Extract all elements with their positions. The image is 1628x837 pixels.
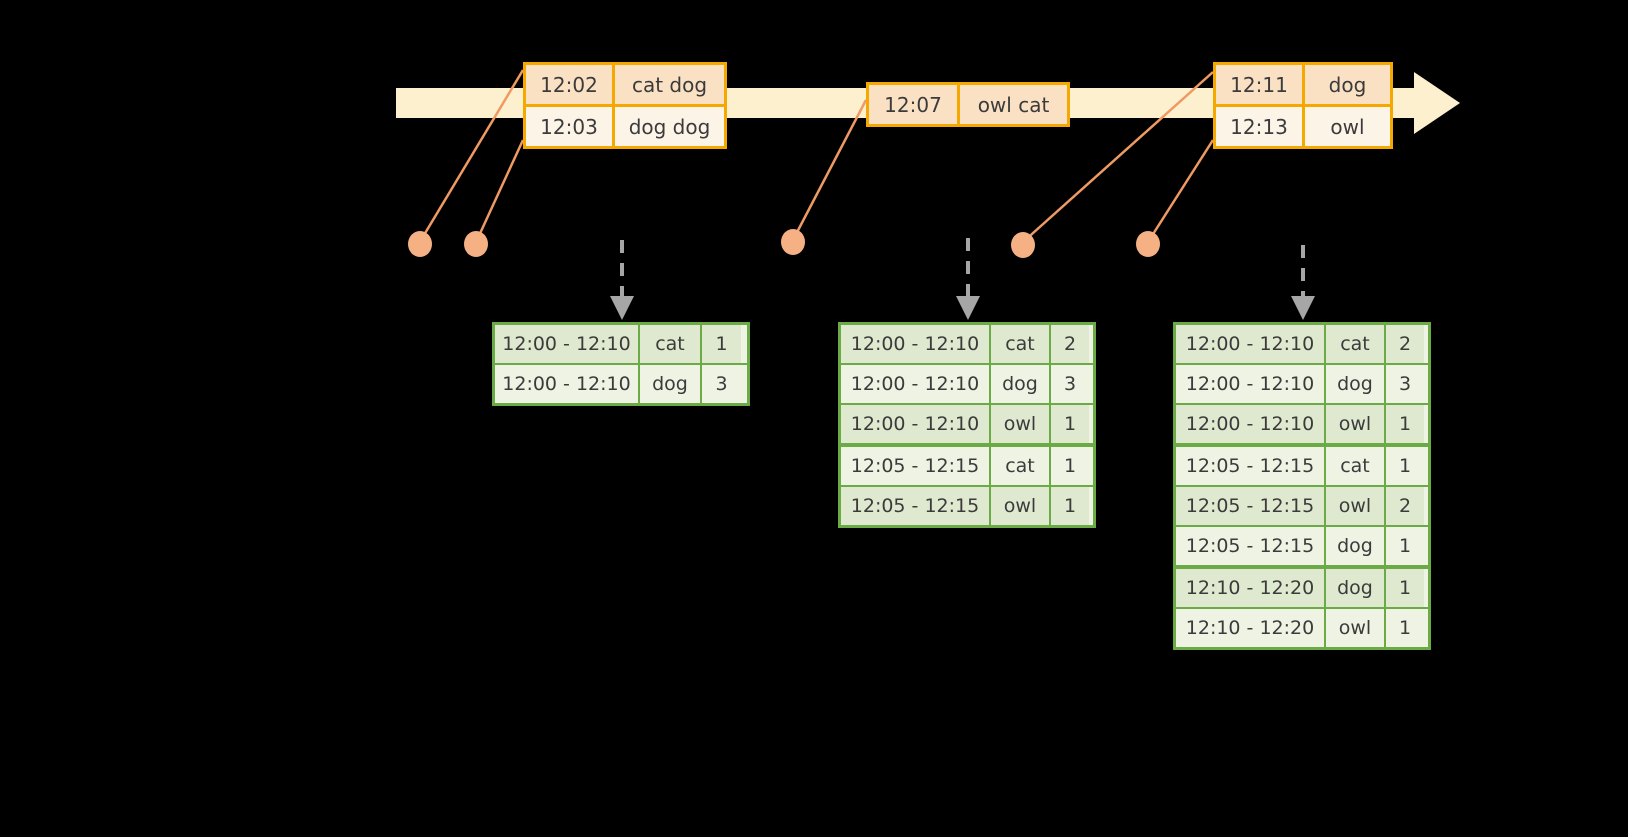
key-cell: owl (989, 487, 1049, 525)
window-cell: 12:05 - 12:15 (841, 447, 989, 485)
count-cell: 3 (1384, 365, 1424, 403)
event-dots (408, 229, 1160, 258)
key-cell: cat (989, 325, 1049, 363)
result-table-1[interactable]: 12:00 - 12:10 cat 1 12:00 - 12:10 dog 3 (492, 322, 750, 406)
event-words: dog (1302, 65, 1390, 104)
key-cell: dog (989, 365, 1049, 403)
emit-arrowheads (610, 296, 1315, 320)
event-dot-1 (408, 231, 432, 257)
table-row[interactable]: 12:05 - 12:15 dog 1 (1176, 527, 1428, 569)
table-row[interactable]: 12:00 - 12:10 owl 1 (1176, 405, 1428, 447)
table-row[interactable]: 12:00 - 12:10 dog 3 (1176, 365, 1428, 405)
count-cell: 1 (1049, 447, 1089, 485)
event-row[interactable]: 12:07 owl cat (869, 85, 1067, 124)
key-cell: cat (1324, 325, 1384, 363)
window-cell: 12:05 - 12:15 (841, 487, 989, 525)
window-cell: 12:00 - 12:10 (841, 405, 989, 443)
count-cell: 3 (700, 365, 741, 403)
event-box-3[interactable]: 12:11 dog 12:13 owl (1213, 62, 1393, 149)
window-cell: 12:00 - 12:10 (495, 325, 638, 363)
key-cell: owl (1324, 487, 1384, 525)
count-cell: 2 (1384, 487, 1424, 525)
event-time: 12:02 (526, 65, 612, 104)
window-cell: 12:00 - 12:10 (841, 325, 989, 363)
key-cell: dog (638, 365, 700, 403)
event-words: owl (1302, 107, 1390, 146)
key-cell: dog (1324, 365, 1384, 403)
event-dot-2 (464, 231, 488, 257)
table-row[interactable]: 12:00 - 12:10 cat 2 (1176, 325, 1428, 365)
event-row[interactable]: 12:13 owl (1216, 104, 1390, 146)
count-cell: 1 (700, 325, 741, 363)
table-row[interactable]: 12:00 - 12:10 dog 3 (495, 365, 747, 403)
window-cell: 12:00 - 12:10 (1176, 365, 1324, 403)
table-row[interactable]: 12:00 - 12:10 cat 1 (495, 325, 747, 365)
window-cell: 12:00 - 12:10 (841, 365, 989, 403)
event-row[interactable]: 12:03 dog dog (526, 104, 724, 146)
event-words: dog dog (612, 107, 724, 146)
window-cell: 12:05 - 12:15 (1176, 487, 1324, 525)
key-cell: dog (1324, 527, 1384, 565)
table-row[interactable]: 12:05 - 12:15 cat 1 (1176, 447, 1428, 487)
event-box-2[interactable]: 12:07 owl cat (866, 82, 1070, 127)
key-cell: cat (1324, 447, 1384, 485)
event-dot-3 (781, 229, 805, 255)
window-cell: 12:10 - 12:20 (1176, 609, 1324, 647)
table-row[interactable]: 12:00 - 12:10 cat 2 (841, 325, 1093, 365)
window-cell: 12:05 - 12:15 (1176, 527, 1324, 565)
table-row[interactable]: 12:10 - 12:20 dog 1 (1176, 569, 1428, 609)
window-cell: 12:00 - 12:10 (1176, 325, 1324, 363)
count-cell: 1 (1384, 527, 1424, 565)
count-cell: 1 (1049, 405, 1089, 443)
table-row[interactable]: 12:05 - 12:15 owl 2 (1176, 487, 1428, 527)
table-row[interactable]: 12:00 - 12:10 owl 1 (841, 405, 1093, 447)
window-cell: 12:05 - 12:15 (1176, 447, 1324, 485)
count-cell: 1 (1384, 609, 1424, 647)
event-box-1[interactable]: 12:02 cat dog 12:03 dog dog (523, 62, 727, 149)
event-words: owl cat (957, 85, 1067, 124)
count-cell: 1 (1384, 569, 1424, 607)
event-row[interactable]: 12:11 dog (1216, 65, 1390, 104)
key-cell: owl (989, 405, 1049, 443)
count-cell: 1 (1384, 405, 1424, 443)
key-cell: owl (1324, 405, 1384, 443)
emit-arrows (620, 238, 1305, 300)
event-words: cat dog (612, 65, 724, 104)
key-cell: owl (1324, 609, 1384, 647)
table-row[interactable]: 12:10 - 12:20 owl 1 (1176, 609, 1428, 647)
window-cell: 12:10 - 12:20 (1176, 569, 1324, 607)
count-cell: 2 (1384, 325, 1424, 363)
result-table-2[interactable]: 12:00 - 12:10 cat 2 12:00 - 12:10 dog 3 … (838, 322, 1096, 528)
table-row[interactable]: 12:05 - 12:15 cat 1 (841, 447, 1093, 487)
event-row[interactable]: 12:02 cat dog (526, 65, 724, 104)
window-cell: 12:00 - 12:10 (1176, 405, 1324, 443)
event-time: 12:03 (526, 107, 612, 146)
key-cell: dog (1324, 569, 1384, 607)
count-cell: 1 (1384, 447, 1424, 485)
key-cell: cat (989, 447, 1049, 485)
count-cell: 1 (1049, 487, 1089, 525)
result-table-3[interactable]: 12:00 - 12:10 cat 2 12:00 - 12:10 dog 3 … (1173, 322, 1431, 650)
event-time: 12:07 (869, 85, 957, 124)
count-cell: 2 (1049, 325, 1089, 363)
table-row[interactable]: 12:00 - 12:10 dog 3 (841, 365, 1093, 405)
event-time: 12:13 (1216, 107, 1302, 146)
table-row[interactable]: 12:05 - 12:15 owl 1 (841, 487, 1093, 525)
event-dot-5 (1136, 231, 1160, 257)
count-cell: 3 (1049, 365, 1089, 403)
event-dot-4 (1011, 232, 1035, 258)
event-time: 12:11 (1216, 65, 1302, 104)
window-cell: 12:00 - 12:10 (495, 365, 638, 403)
key-cell: cat (638, 325, 700, 363)
